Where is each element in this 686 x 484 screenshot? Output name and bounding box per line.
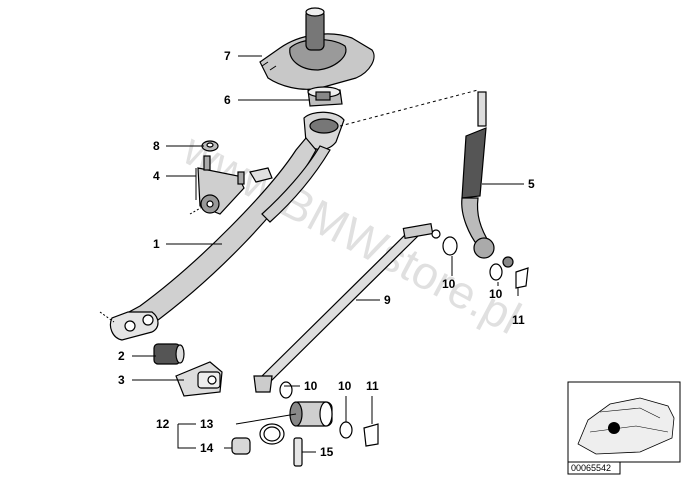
callout-8: 8 (153, 139, 160, 153)
callouts: 7 6 8 4 1 5 10 10 11 9 2 3 10 10 11 12 1… (118, 49, 535, 459)
callout-4: 4 (153, 169, 160, 183)
callout-6: 6 (224, 93, 231, 107)
callout-9: 9 (384, 293, 391, 307)
leader-lines (132, 55, 524, 453)
callout-10-upper: 10 (442, 277, 456, 291)
bushing (307, 86, 343, 107)
selector-rod (253, 222, 441, 393)
callout-7: 7 (224, 49, 231, 63)
shift-boot (259, 7, 375, 90)
callout-10-lower-left: 10 (304, 379, 318, 393)
callout-1: 1 (153, 237, 160, 251)
washer-clip-right (442, 236, 529, 289)
bracket-bearing (189, 155, 245, 215)
callout-14: 14 (200, 441, 214, 455)
car-location-thumbnail-icon: 00065542 (567, 381, 681, 475)
selector-lever (99, 111, 345, 341)
callout-11-right: 11 (512, 313, 525, 327)
catalog-number: 00065542 (571, 463, 611, 473)
callout-2: 2 (118, 349, 125, 363)
callout-15: 15 (320, 445, 334, 459)
callout-12: 12 (156, 417, 170, 431)
callout-10-lower-right: 10 (338, 379, 352, 393)
callout-11-lower: 11 (366, 379, 379, 393)
callout-13: 13 (200, 417, 214, 431)
nut (201, 140, 219, 152)
callout-10-right: 10 (489, 287, 503, 301)
callout-5: 5 (528, 177, 535, 191)
callout-3: 3 (118, 373, 125, 387)
shift-rod (339, 89, 495, 259)
joint-assembly (231, 381, 379, 467)
bearing (153, 343, 185, 365)
mounting-bracket (175, 361, 223, 397)
